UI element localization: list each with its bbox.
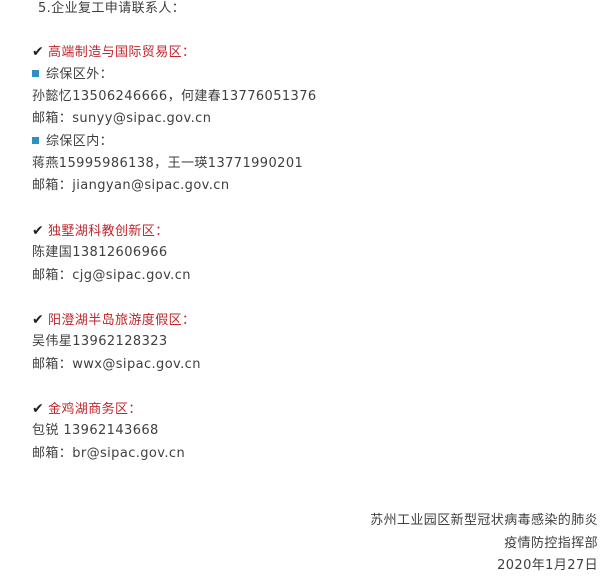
zone-name: 高端制造与国际贸易区：: [48, 45, 196, 60]
footer-org-line-1: 苏州工业园区新型冠状病毒感染的肺炎: [370, 513, 598, 528]
square-bullet-icon: [32, 137, 39, 144]
sub-label-inside-bonded-zone: 综保区内：: [32, 133, 113, 151]
contact-email: 邮箱：jiangyan@sipac.gov.cn: [32, 178, 230, 193]
square-bullet-icon: [32, 70, 39, 77]
check-mark-icon: ✔: [32, 223, 45, 239]
contact-persons: 蒋燕15995986138，王一瑛13771990201: [32, 156, 304, 171]
check-mark-icon: ✔: [32, 401, 45, 417]
contact-persons: 吴伟星13962128323: [32, 334, 168, 349]
sub-label-outside-bonded-zone: 综保区外：: [32, 66, 113, 84]
footer-org-line-2: 疫情防控指挥部: [504, 536, 598, 551]
section-title: 5.企业复工申请联系人：: [38, 1, 186, 16]
zone-heading-dushu-lake: ✔独墅湖科教创新区：: [32, 222, 169, 241]
zone-name: 独墅湖科教创新区：: [48, 224, 169, 239]
check-mark-icon: ✔: [32, 44, 45, 60]
zone-heading-jinji-lake: ✔金鸡湖商务区：: [32, 400, 142, 419]
contact-persons: 陈建国13812606966: [32, 245, 168, 260]
footer-date: 2020年1月27日: [497, 558, 598, 573]
contact-email: 邮箱：sunyy@sipac.gov.cn: [32, 111, 212, 126]
contact-email: 邮箱：cjg@sipac.gov.cn: [32, 268, 191, 283]
check-mark-icon: ✔: [32, 312, 45, 328]
zone-heading-yangcheng-lake: ✔阳澄湖半岛旅游度假区：: [32, 311, 195, 330]
zone-name: 阳澄湖半岛旅游度假区：: [48, 313, 196, 328]
contact-persons: 包锐 13962143668: [32, 423, 159, 438]
zone-name: 金鸡湖商务区：: [48, 402, 142, 417]
contact-email: 邮箱：br@sipac.gov.cn: [32, 446, 186, 461]
zone-heading-high-end-manufacturing: ✔高端制造与国际贸易区：: [32, 43, 195, 62]
contact-email: 邮箱：wwx@sipac.gov.cn: [32, 357, 201, 372]
contact-persons: 孙懿忆13506246666，何建春13776051376: [32, 89, 317, 104]
